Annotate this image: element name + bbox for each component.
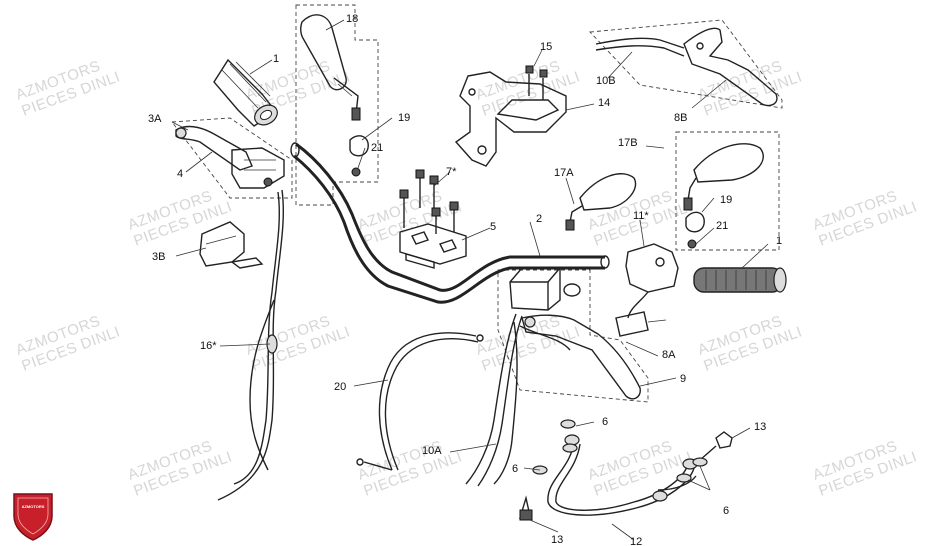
label-13: 13 bbox=[754, 421, 766, 433]
label-19: 19 bbox=[720, 194, 732, 206]
right-mirror-17a bbox=[565, 173, 637, 231]
bracket-bolts bbox=[525, 65, 548, 100]
label-10b: 10B bbox=[596, 75, 616, 87]
shield-icon bbox=[13, 493, 53, 541]
right-master-cylinder bbox=[509, 267, 581, 311]
cable-20-end bbox=[363, 461, 393, 471]
label-3b: 3B bbox=[152, 251, 165, 263]
left-clutch-lever bbox=[595, 27, 778, 107]
cable-10a bbox=[477, 315, 523, 487]
label-1: 1 bbox=[776, 235, 782, 247]
right-switch bbox=[615, 243, 679, 337]
azmotors-logo: AZMOTORS bbox=[13, 493, 53, 541]
label-6: 6 bbox=[512, 463, 518, 475]
logo-text: AZMOTORS bbox=[22, 504, 45, 509]
label-4: 4 bbox=[177, 168, 183, 180]
clamp-bolts bbox=[399, 169, 459, 234]
left-mirror bbox=[299, 14, 369, 177]
handlebar bbox=[290, 142, 610, 304]
cable-20 bbox=[378, 332, 477, 471]
part-labels: 1 1 2 3A 3B 4 5 6 6 6 7* 8A 8B 9 10A 10B… bbox=[148, 13, 782, 546]
label-11: 11* bbox=[633, 210, 649, 222]
label-13: 13 bbox=[551, 534, 563, 546]
brake-hose bbox=[547, 434, 698, 516]
mirror-left-group-box bbox=[295, 4, 379, 206]
label-19: 19 bbox=[398, 112, 410, 124]
handlebar-bottom-edge bbox=[293, 154, 605, 304]
label-7: 7* bbox=[446, 166, 457, 178]
label-21: 21 bbox=[371, 142, 383, 154]
left-grip bbox=[213, 58, 278, 127]
cable-16 bbox=[249, 299, 275, 471]
left-switch bbox=[199, 221, 264, 269]
label-17a: 17A bbox=[554, 167, 574, 179]
mirror-right-group-box bbox=[675, 131, 780, 251]
label-18: 18 bbox=[346, 13, 358, 25]
label-12: 12 bbox=[630, 536, 642, 546]
label-21: 21 bbox=[716, 220, 728, 232]
left-brake-lever bbox=[175, 125, 285, 189]
label-6: 6 bbox=[723, 505, 729, 517]
brake-master-left-group-box bbox=[171, 117, 293, 199]
leader-lines bbox=[171, 19, 769, 541]
cable-10a bbox=[493, 321, 518, 485]
label-14: 14 bbox=[598, 97, 610, 109]
label-17b: 17B bbox=[618, 137, 638, 149]
cable-10a bbox=[465, 313, 517, 485]
banjo-bolts bbox=[518, 431, 733, 521]
cable-20 bbox=[384, 338, 479, 471]
label-1: 1 bbox=[273, 53, 279, 65]
label-3a: 3A bbox=[148, 113, 162, 125]
label-15: 15 bbox=[540, 41, 552, 53]
label-6: 6 bbox=[602, 416, 608, 428]
label-9: 9 bbox=[680, 373, 686, 385]
right-brake-lever bbox=[519, 314, 641, 400]
label-8a: 8A bbox=[662, 349, 676, 361]
handlebar-clamp bbox=[399, 223, 467, 269]
label-8b: 8B bbox=[674, 112, 687, 124]
label-5: 5 bbox=[490, 221, 496, 233]
label-2: 2 bbox=[536, 213, 542, 225]
label-10a: 10A bbox=[422, 445, 442, 457]
handlebar-top-edge bbox=[295, 142, 605, 292]
right-grip bbox=[693, 267, 787, 293]
label-20: 20 bbox=[334, 381, 346, 393]
label-16: 16* bbox=[200, 340, 217, 352]
handlebar-end bbox=[600, 255, 610, 269]
handlebar-end bbox=[290, 142, 300, 158]
cables bbox=[217, 189, 523, 501]
